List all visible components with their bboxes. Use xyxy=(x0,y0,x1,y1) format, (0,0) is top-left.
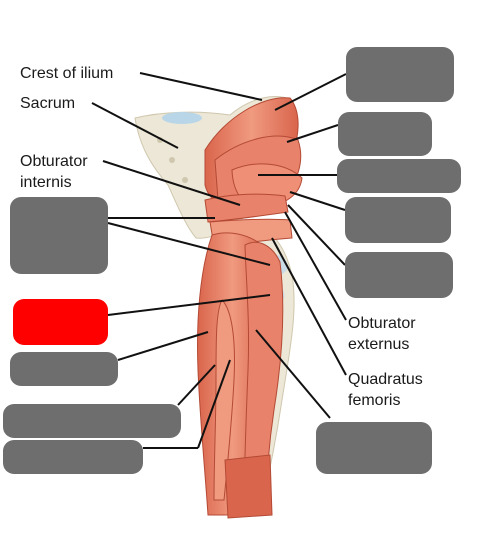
sacral-canal xyxy=(162,112,202,124)
hidden-label-box-left-3[interactable] xyxy=(3,404,181,438)
hidden-label-box-right-2[interactable] xyxy=(338,112,432,156)
label-obturator-externus-line2: externus xyxy=(348,336,410,353)
label-crest-of-ilium: Crest of ilium xyxy=(20,65,114,82)
label-sacrum: Sacrum xyxy=(20,95,76,112)
thigh-muscles xyxy=(197,232,284,519)
label-quadratus-femoris-line2: femoris xyxy=(348,392,401,409)
label-obturator-internis-line2: internis xyxy=(20,174,72,191)
active-hidden-label-box[interactable] xyxy=(13,299,108,345)
hidden-label-box-left-1[interactable] xyxy=(10,197,108,274)
hidden-label-box-left-4[interactable] xyxy=(3,440,143,474)
label-obturator-externus-line1: Obturator xyxy=(348,315,416,332)
hidden-label-box-right-1[interactable] xyxy=(346,47,454,102)
hidden-label-box-left-2[interactable] xyxy=(10,352,118,386)
leader-lines xyxy=(91,72,347,449)
hidden-label-box-right-6[interactable] xyxy=(316,422,432,474)
hidden-label-box-right-5[interactable] xyxy=(345,252,453,298)
hidden-label-box-right-3[interactable] xyxy=(337,159,461,193)
hidden-label-box-right-4[interactable] xyxy=(345,197,451,243)
label-obturator-internis-line1: Obturator xyxy=(20,153,88,170)
label-quadratus-femoris-line1: Quadratus xyxy=(348,371,423,388)
